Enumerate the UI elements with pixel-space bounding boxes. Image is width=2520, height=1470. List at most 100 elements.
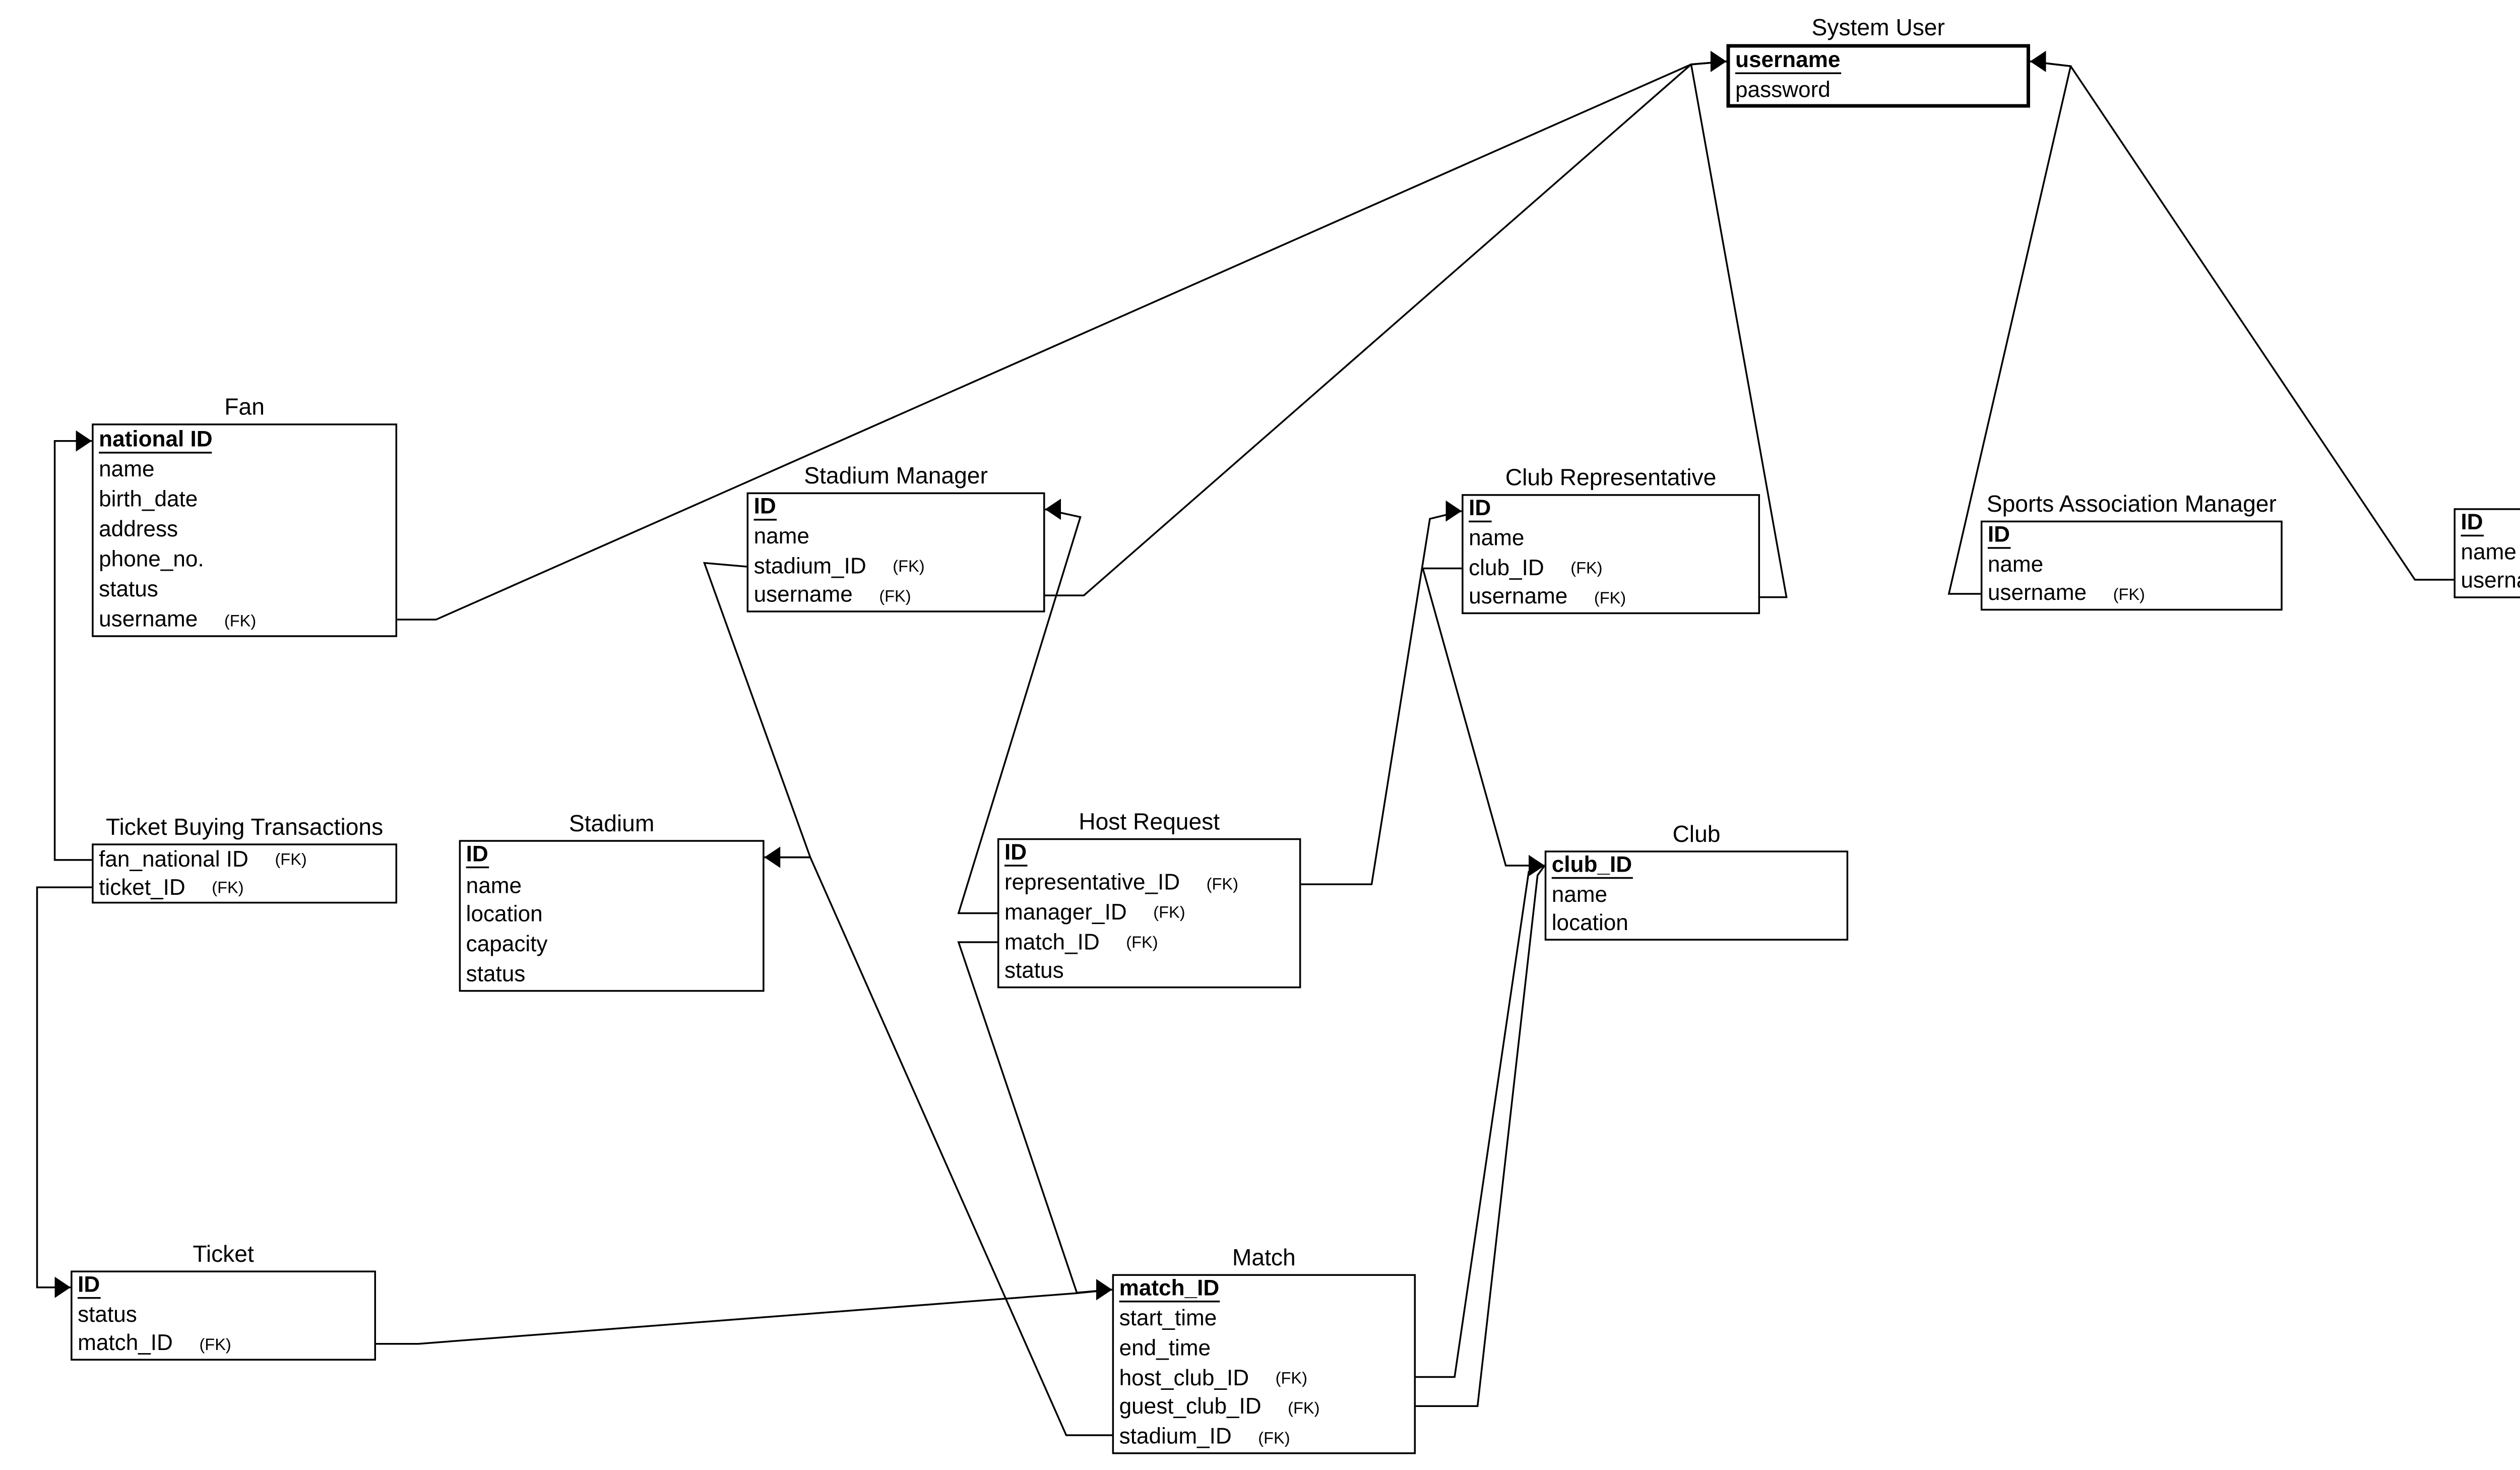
attribute-row-match-end_time: end_time — [1114, 1335, 1414, 1364]
attribute-name: name — [1987, 552, 2044, 577]
attribute-row-system_admin-ID: ID — [2455, 510, 2520, 538]
entity-box-ticket_buying_transactions[interactable]: fan_national ID (FK)ticket_ID(FK) — [92, 843, 398, 904]
foreign-key-tag: (FK) — [1153, 904, 1185, 923]
foreign-key-tag: (FK) — [1126, 934, 1158, 952]
attribute-row-fan-national_ID: national ID — [94, 425, 396, 455]
entity-title-stadium: Stadium — [569, 810, 655, 837]
arrowhead-icon — [1529, 855, 1545, 877]
arrowhead-icon — [54, 1276, 71, 1298]
relationship-line-club_representative-to-club — [1421, 567, 1545, 867]
attribute-row-stadium_manager-ID: ID — [748, 494, 1043, 523]
foreign-key-tag: (FK) — [212, 879, 244, 897]
entity-title-fan: Fan — [224, 393, 265, 420]
attribute-name: username — [1987, 581, 2087, 606]
arrowhead-icon — [1045, 499, 1061, 520]
attribute-name: representative_ID — [1004, 871, 1180, 896]
attribute-row-club_representative-club_ID: club_ID (FK) — [1464, 555, 1758, 583]
attribute-row-host_request-status: status — [999, 957, 1299, 987]
attribute-name: start_time — [1119, 1307, 1217, 1332]
attribute-row-fan-phone_no_: phone_no. — [94, 545, 396, 575]
attribute-row-sports_association_manager-name: name — [1982, 552, 2281, 580]
attribute-name: stadium_ID — [1119, 1424, 1232, 1449]
entity-title-host_request: Host Request — [1079, 808, 1220, 835]
attribute-row-fan-name: name — [94, 455, 396, 485]
attribute-name: birth_date — [99, 487, 198, 512]
arrowhead-icon — [1096, 1279, 1112, 1301]
attribute-name: name — [1469, 526, 1525, 552]
attribute-row-ticket_buying_transactions-ticket_ID: ticket_ID(FK) — [94, 874, 396, 902]
entity-title-match: Match — [1232, 1244, 1296, 1271]
foreign-key-tag: (FK) — [1570, 560, 1603, 578]
foreign-key-tag: (FK) — [224, 611, 257, 629]
attribute-name: name — [753, 524, 809, 549]
attribute-row-club_representative-username: username(FK) — [1464, 583, 1758, 612]
attribute-row-club_representative-name: name — [1464, 525, 1758, 554]
entity-title-sports_association_manager: Sports Association Manager — [1986, 491, 2277, 517]
relationship-line-system_admin-to-system_user — [2030, 60, 2454, 581]
relationship-line-match-to-club — [1416, 865, 1546, 1407]
attribute-name: name — [1551, 882, 1608, 907]
attribute-name: guest_club_ID — [1119, 1395, 1262, 1420]
attribute-row-host_request-ID: ID — [999, 840, 1299, 870]
foreign-key-tag: (FK) — [879, 587, 911, 605]
entity-title-ticket_buying_transactions: Ticket Buying Transactions — [105, 813, 384, 840]
attribute-name: host_club_ID — [1119, 1365, 1249, 1390]
entity-title-club_representative: Club Representative — [1505, 464, 1717, 491]
arrowhead-icon — [1445, 500, 1462, 522]
attribute-name: name — [466, 873, 522, 898]
primary-key-attribute: match_ID — [1119, 1277, 1220, 1303]
attribute-name: status — [99, 577, 158, 602]
primary-key-attribute: national ID — [99, 427, 213, 453]
foreign-key-tag: (FK) — [1275, 1370, 1307, 1388]
foreign-key-tag: (FK) — [1288, 1399, 1320, 1417]
attribute-name: username — [1469, 584, 1568, 609]
attribute-row-fan-status: status — [94, 575, 396, 605]
attribute-row-stadium_manager-stadium_ID: stadium_ID(FK) — [748, 553, 1043, 581]
foreign-key-tag: (FK) — [893, 558, 925, 576]
attribute-row-fan-birth_date: birth_date — [94, 485, 396, 515]
attribute-row-club_representative-ID: ID — [1464, 496, 1758, 525]
attribute-row-club-club_ID: club_ID — [1546, 852, 1846, 881]
attribute-row-stadium-name: name — [461, 872, 763, 901]
attribute-name: phone_no. — [99, 547, 204, 572]
attribute-row-system_user-password: password — [1730, 76, 2026, 104]
attribute-row-host_request-match_ID: match_ID(FK) — [999, 928, 1299, 957]
attribute-name: fan_national ID — [99, 846, 248, 871]
attribute-name: name — [99, 457, 155, 482]
attribute-row-system_admin-name: name — [2455, 539, 2520, 567]
relationship-line-host_request-to-stadium_manager — [957, 508, 1082, 914]
foreign-key-tag: (FK) — [1258, 1429, 1290, 1447]
entity-title-club: Club — [1672, 820, 1721, 847]
attribute-row-ticket-ID: ID — [73, 1272, 374, 1301]
relationship-line-host_request-to-match — [957, 941, 1112, 1294]
entity-title-ticket: Ticket — [193, 1240, 254, 1267]
attribute-row-stadium-ID: ID — [461, 842, 763, 871]
attribute-row-club-name: name — [1546, 881, 1846, 909]
attribute-row-host_request-manager_ID: manager_ID(FK) — [999, 899, 1299, 928]
attribute-row-sports_association_manager-ID: ID — [1982, 523, 2281, 551]
attribute-name: location — [466, 902, 543, 928]
attribute-row-system_admin-username: username(FK) — [2455, 568, 2520, 596]
relationship-line-ticket-to-match — [376, 1289, 1112, 1345]
primary-key-attribute: ID — [466, 843, 488, 869]
attribute-row-fan-username: username(FK) — [94, 605, 396, 635]
relationship-line-ticket_buying_transactions-to-fan — [53, 440, 92, 861]
attribute-name: status — [1004, 958, 1064, 984]
primary-key-attribute: ID — [2461, 511, 2483, 537]
attribute-row-system_user-username: username — [1730, 48, 2026, 76]
attribute-row-match-guest_club_ID: guest_club_ID (FK) — [1114, 1393, 1414, 1423]
attribute-name: club_ID — [1469, 555, 1544, 580]
